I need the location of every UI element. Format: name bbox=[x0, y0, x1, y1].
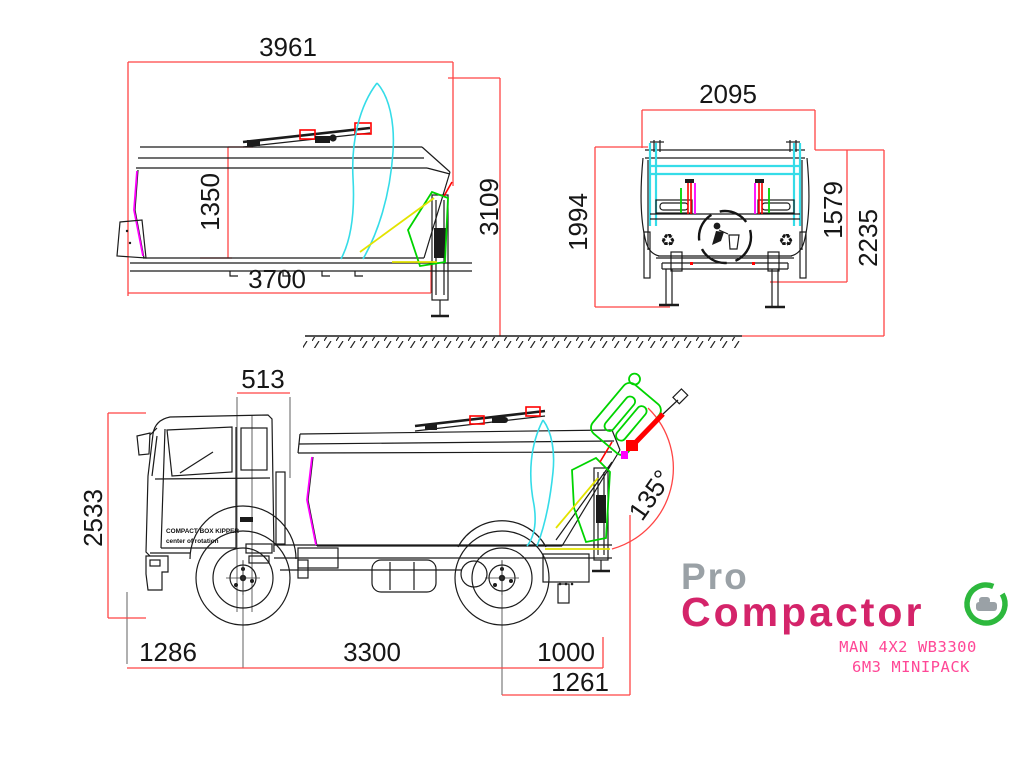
model-line2: 6M3 MINIPACK bbox=[852, 658, 970, 676]
truck-dimension-lines bbox=[107, 392, 674, 696]
dim-rear-overall-width: 2095 bbox=[699, 79, 757, 109]
toolbox bbox=[542, 553, 590, 583]
front-wheel-arch bbox=[189, 505, 297, 560]
side-lifter-mechanism bbox=[359, 181, 453, 318]
tidyman-figure bbox=[712, 222, 740, 250]
dim-side-hopper-height: 1350 bbox=[195, 173, 225, 231]
truck-mounted-body bbox=[297, 406, 621, 547]
eco-ring-icon bbox=[964, 582, 1008, 626]
tailgate-plate bbox=[116, 219, 147, 259]
dim-truck-rear-axle-to-frame: 1000 bbox=[537, 637, 595, 667]
fuel-tank bbox=[371, 559, 437, 593]
van-icon bbox=[976, 597, 997, 611]
dim-rear-body-height: 1994 bbox=[563, 193, 593, 251]
rear-body-outline bbox=[640, 140, 810, 279]
dim-side-overall-height: 3109 bbox=[474, 178, 504, 236]
truck-chassis bbox=[274, 471, 612, 604]
cab-note-line1: COMPACT BOX KIPPER bbox=[166, 528, 239, 535]
dim-truck-front-overhang: 1286 bbox=[139, 637, 197, 667]
side-body-outline bbox=[116, 146, 472, 277]
door-handle bbox=[240, 517, 253, 522]
logo-compactor-text: Compactor bbox=[681, 589, 924, 635]
side-body-view: 3961 3700 1350 3109 bbox=[116, 32, 504, 336]
recycle-icon: ♻ bbox=[660, 231, 675, 251]
dim-truck-rear-overhang: 1261 bbox=[551, 667, 609, 697]
tip-cylinder bbox=[621, 388, 689, 459]
ground-hatch bbox=[303, 337, 743, 348]
dim-rear-inner-height: 1579 bbox=[818, 181, 848, 239]
dim-truck-cab-height: 2533 bbox=[78, 489, 108, 547]
rear-view-dimension-lines bbox=[594, 109, 885, 336]
dim-truck-cab-body-gap: 513 bbox=[241, 364, 284, 394]
truck-side-view: 513 2533 1286 3300 1000 1261 135° COMPAC… bbox=[78, 364, 689, 697]
bin-path-silhouette bbox=[340, 82, 395, 260]
differential bbox=[460, 560, 488, 588]
dim-side-body-length: 3700 bbox=[248, 264, 306, 294]
rear-bumper-and-legs bbox=[656, 251, 794, 309]
roof-arm bbox=[242, 122, 372, 148]
logo-pro-text: Pro bbox=[681, 556, 749, 597]
side-view-dimension-lines bbox=[127, 61, 501, 336]
recycle-icon: ♻ bbox=[778, 231, 793, 251]
rear-cylinders bbox=[680, 179, 770, 214]
rear-wheel-arch bbox=[457, 520, 547, 548]
rear-view: 2095 1994 1579 2235 bbox=[563, 79, 885, 336]
truck-rear-lifter bbox=[545, 372, 689, 573]
dim-rear-overall-height: 2235 bbox=[853, 209, 883, 267]
model-line1: MAN 4X2 WB3300 bbox=[839, 638, 977, 656]
front-wheel bbox=[195, 530, 291, 626]
model-designation: MAN 4X2 WB3300 6M3 MINIPACK bbox=[839, 638, 977, 676]
side-mirror bbox=[136, 432, 151, 456]
dim-side-overall-length: 3961 bbox=[259, 32, 317, 62]
rear-wheel bbox=[454, 530, 550, 626]
dim-truck-wheelbase: 3300 bbox=[343, 637, 401, 667]
front-edge-highlight bbox=[133, 170, 144, 257]
brand-logo: Pro Compactor bbox=[681, 556, 1008, 635]
truck-cab: COMPACT BOX KIPPER center of rotation bbox=[136, 414, 297, 591]
ground-line bbox=[303, 335, 884, 348]
